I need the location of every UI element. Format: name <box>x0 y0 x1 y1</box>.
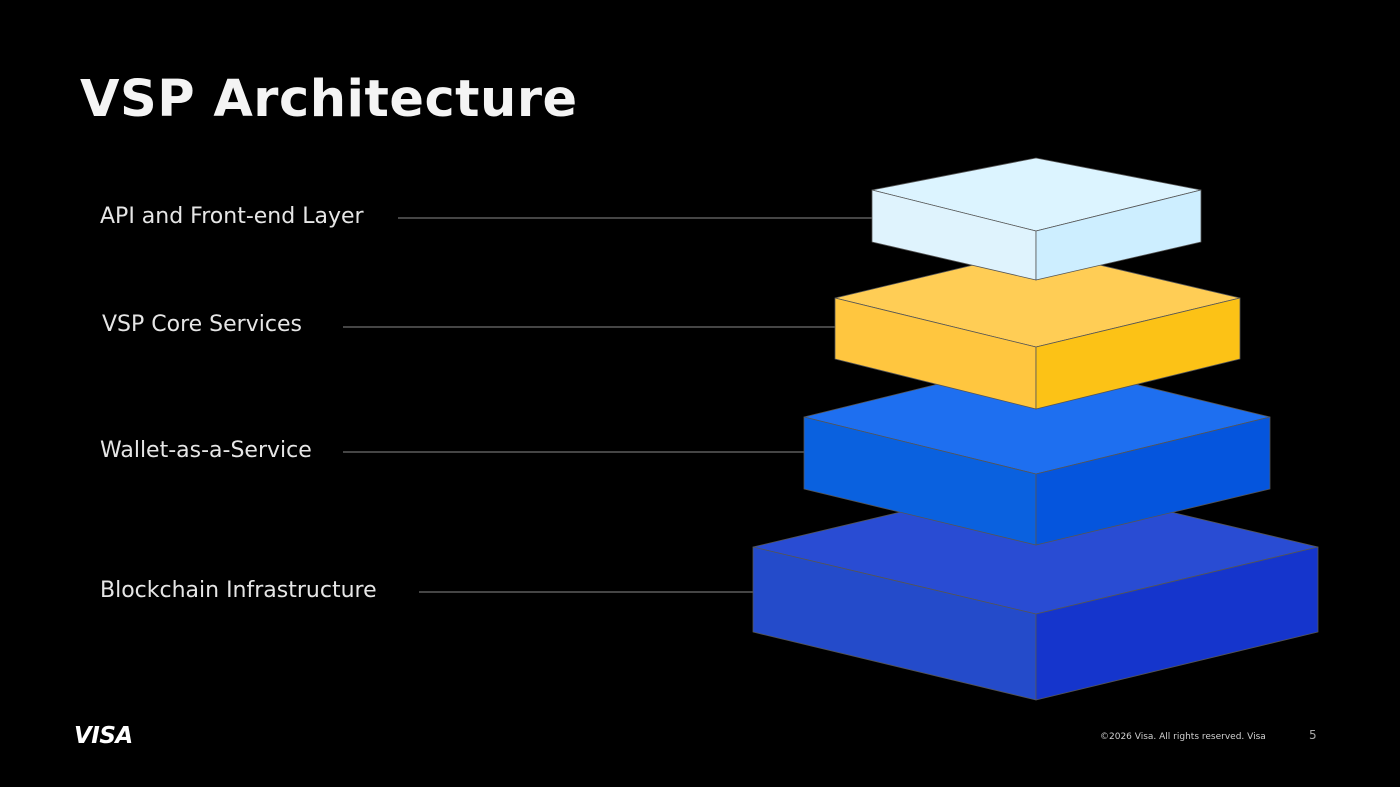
copyright-text: ©2026 Visa. All rights reserved. Visa <box>1100 732 1266 742</box>
block-wallet <box>803 359 1271 546</box>
visa-logo: VISA <box>74 723 133 749</box>
layer-label-wallet: Wallet-as-a-Service <box>100 438 312 463</box>
block-api-right <box>1035 189 1202 281</box>
slide-title: VSP Architecture <box>80 70 578 129</box>
block-blockchain-right <box>1035 546 1319 701</box>
block-blockchain <box>752 479 1319 701</box>
layer-label-blockchain: Blockchain Infrastructure <box>100 578 377 603</box>
layer-label-core-services: VSP Core Services <box>102 312 302 337</box>
block-core-services-right <box>1035 297 1241 410</box>
block-api <box>871 157 1202 281</box>
block-core-services <box>834 249 1241 410</box>
page-number: 5 <box>1309 728 1317 742</box>
block-wallet-right <box>1035 416 1271 546</box>
layer-label-api: API and Front-end Layer <box>100 204 364 229</box>
